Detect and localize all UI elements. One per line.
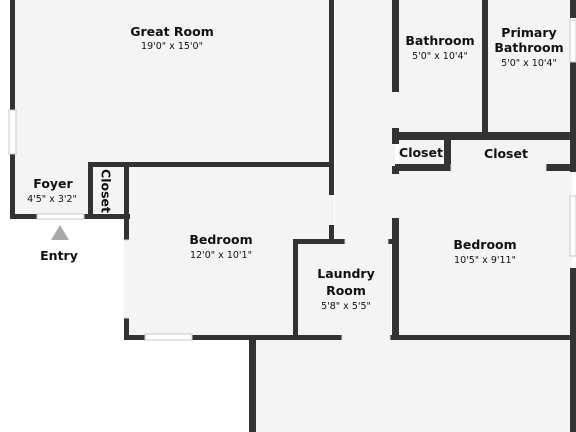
primary-bathroom-dims: 5'0" x 10'4" [501,58,557,69]
foyer-dims: 4'5" x 3'2" [27,194,77,205]
bedroom-right-floor [399,169,572,335]
great-room-floor [13,0,331,163]
lower-room-floor [255,340,572,432]
laundry-room-name-line2: Room [326,283,366,298]
laundry-room-name-line1: Laundry [317,266,374,281]
bathroom-dims: 5'0" x 10'4" [412,51,468,62]
opening-edges [124,164,547,340]
foyer-floor [13,163,89,215]
closet-wide-floor [451,140,573,166]
bedroom-left-name: Bedroom [189,232,252,247]
closet-small-floor [399,140,445,166]
entry-label: Entry [40,248,78,263]
windows [8,19,576,341]
foyer-name: Foyer [33,176,73,191]
window-primary-bath [569,19,576,63]
window-bedroom-left [144,333,193,341]
closet-small-name: Closet [399,145,443,160]
laundry-room-dims: 5'8" x 5'5" [321,301,371,312]
bathroom-floor [399,0,483,133]
primary-bathroom-name-line1: Primary [501,25,556,40]
closet-vertical-name: Closet [99,169,114,213]
primary-bathroom-name-line2: Bathroom [494,40,563,55]
closet-wide-name: Closet [484,146,528,161]
window-foyer [36,213,85,220]
hallway-floor [335,0,395,242]
window-bedroom-right [569,195,576,257]
great-room-name: Great Room [130,24,214,39]
bedroom-right-dims: 10'5" x 9'11" [454,255,516,266]
closet-vertical-floor [92,166,125,213]
great-room-dims: 19'0" x 15'0" [141,41,203,52]
primary-bathroom-floor [487,0,571,133]
room-labels: Great Room 19'0" x 15'0" Bathroom 5'0" x… [27,24,564,312]
laundry-floor [297,242,391,336]
bedroom-right-name: Bedroom [453,237,516,252]
door-openings [124,92,546,340]
bathroom-name: Bathroom [405,33,474,48]
entry-arrow-icon [51,225,69,240]
window-great-room [8,109,17,155]
bedroom-left-dims: 12'0" x 10'1" [190,250,252,261]
floor-fills [13,0,573,432]
walls [10,0,576,432]
